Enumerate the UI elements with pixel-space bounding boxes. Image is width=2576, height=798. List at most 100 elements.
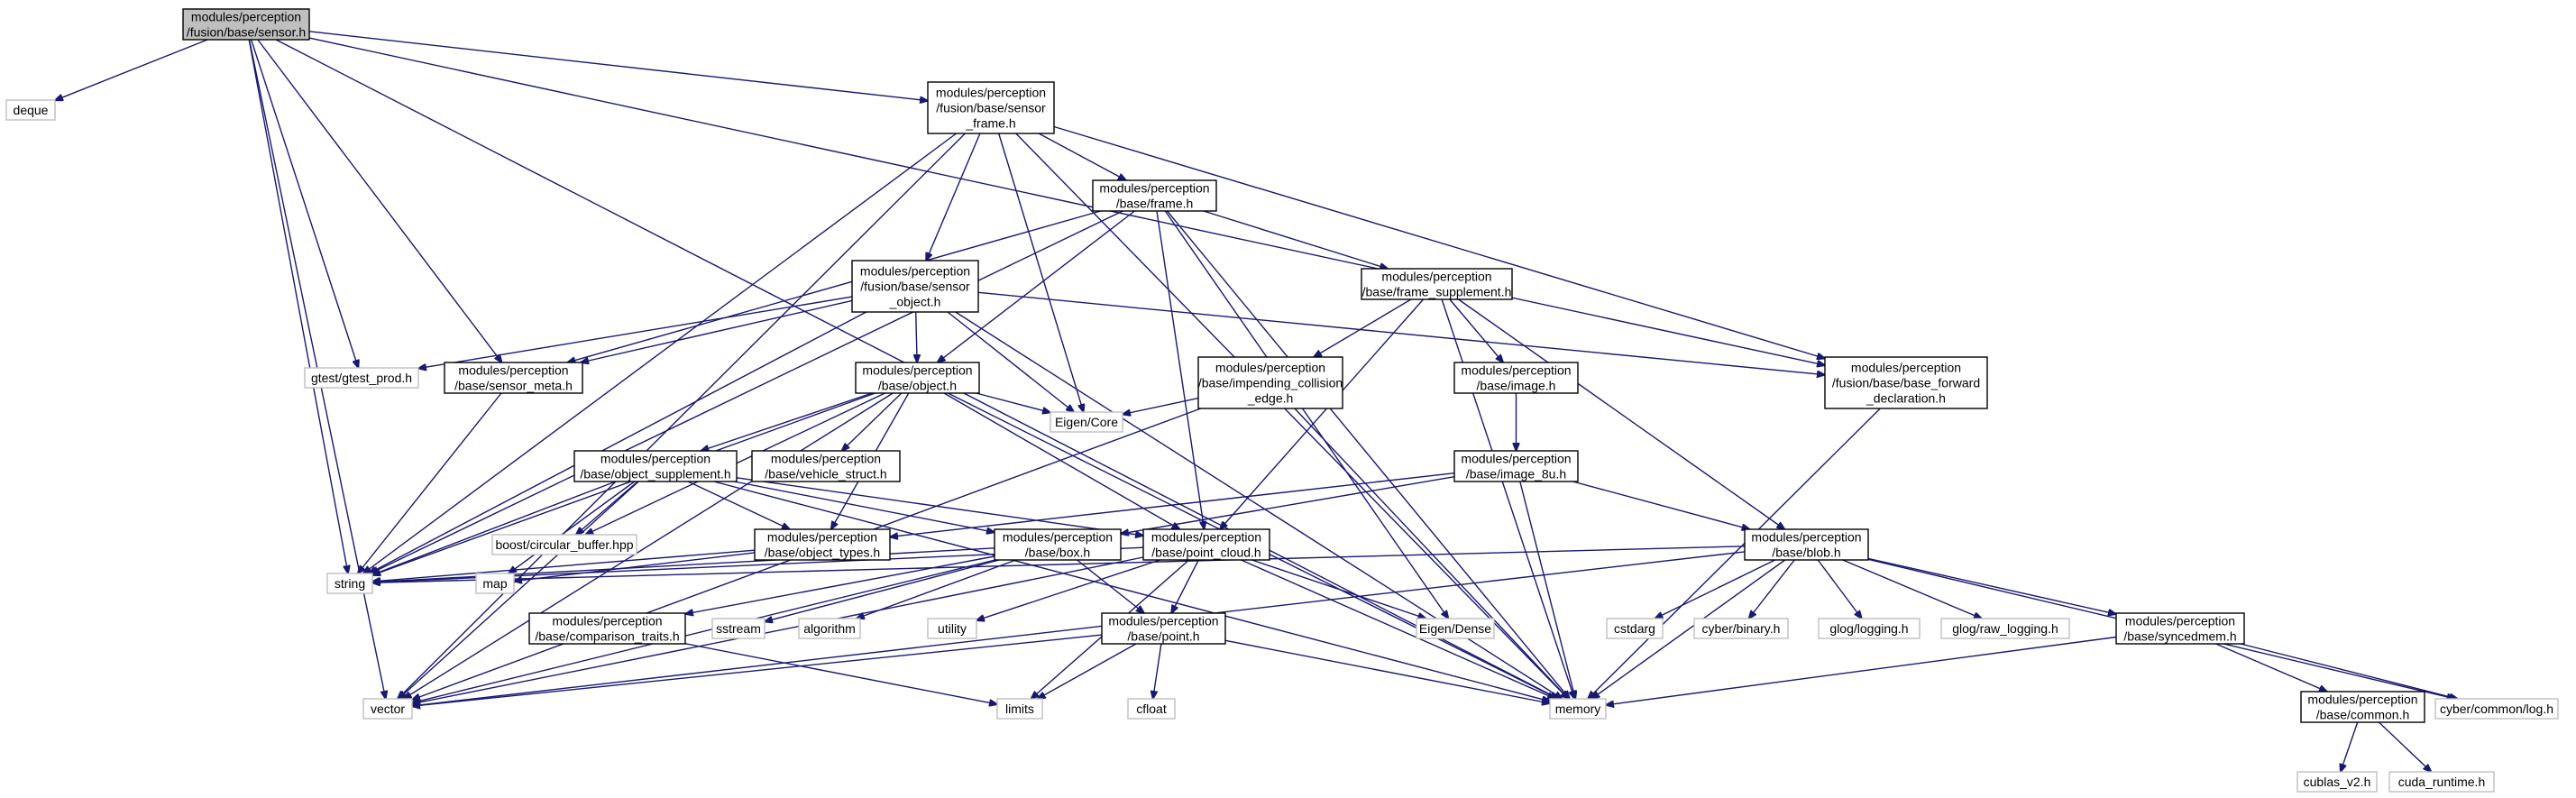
node-gtest-prod-h: gtest/gtest_prod.h xyxy=(304,367,419,389)
node-limits: limits xyxy=(996,698,1043,720)
node-impending-collision-edge-h[interactable]: modules/perception/base/impending_collis… xyxy=(1197,356,1343,409)
node-comparison-traits-h[interactable]: modules/perception/base/comparison_trait… xyxy=(528,612,686,645)
edge-object-supplement-h-to-string xyxy=(372,481,616,574)
node-label: _edge.h xyxy=(1247,391,1294,406)
node-box xyxy=(927,618,977,639)
node-sensor-frame-h[interactable]: modules/perception/fusion/base/sensor_fr… xyxy=(927,81,1055,134)
node-box xyxy=(711,618,765,639)
node-label: modules/perception xyxy=(1751,530,1861,545)
node-image-8u-h[interactable]: modules/perception/base/image_8u.h xyxy=(1453,450,1579,482)
node-label: /base/impending_collision xyxy=(1198,376,1343,390)
node-object-types-h[interactable]: modules/perception/base/object_types.h xyxy=(754,528,891,561)
edge-image-8u-h-to-object-types-h xyxy=(890,472,1455,537)
edge-point-h-to-memory xyxy=(1224,639,1550,703)
node-sensor-h[interactable]: modules/perception/fusion/base/sensor.h xyxy=(182,8,310,41)
node-eigen-core: Eigen/Core xyxy=(1050,411,1123,433)
edge-sensor-h-to-string xyxy=(248,39,348,573)
node-box xyxy=(2300,691,2425,723)
node-label: modules/perception xyxy=(1003,530,1113,545)
edge-sensor-object-h-to-object-h xyxy=(916,311,917,362)
node-common-h[interactable]: modules/perception/base/common.h xyxy=(2300,691,2425,723)
node-box xyxy=(1453,362,1579,394)
edge-sensor-frame-h-to-sensor-object-h xyxy=(926,133,981,261)
node-sensor-meta-h[interactable]: modules/perception/base/sensor_meta.h xyxy=(444,362,583,394)
node-vehicle-struct-h[interactable]: modules/perception/base/vehicle_struct.h xyxy=(751,450,901,482)
node-label: utility xyxy=(938,621,967,636)
node-base-forward-declaration-h[interactable]: modules/perception/fusion/base/base_forw… xyxy=(1824,356,1988,409)
edge-frame-supplement-h-to-image-h xyxy=(1449,298,1503,362)
node-label: /base/image_8u.h xyxy=(1466,467,1566,482)
node-point-cloud-h[interactable]: modules/perception/base/point_cloud.h xyxy=(1142,528,1270,561)
node-label: modules/perception xyxy=(1151,530,1261,545)
edge-blob-h-to-cstdarg xyxy=(1655,559,1776,619)
node-object-h[interactable]: modules/perception/base/object.h xyxy=(855,362,980,394)
node-cstdarg: cstdarg xyxy=(1606,618,1664,639)
node-label: boost/circular_buffer.hpp xyxy=(495,537,633,552)
node-label: modules/perception xyxy=(1215,361,1325,375)
node-box xyxy=(1416,618,1495,639)
node-label: modules/perception xyxy=(860,264,970,279)
node-box xyxy=(1940,618,2070,639)
edge-blob-h-to-string xyxy=(372,546,1746,583)
node-label: vector xyxy=(371,702,405,716)
node-box xyxy=(528,612,686,645)
node-box xyxy=(1693,618,1789,639)
node-box xyxy=(798,618,861,639)
node-blob-h[interactable]: modules/perception/base/blob.h xyxy=(1744,528,1869,561)
edge-image-8u-h-to-box-h xyxy=(1121,476,1455,534)
edge-point-h-to-cfloat xyxy=(1153,643,1162,699)
node-sensor-object-h[interactable]: modules/perception/fusion/base/sensor_ob… xyxy=(851,260,979,313)
edge-object-supplement-h-to-vector xyxy=(399,481,639,699)
node-label: /fusion/base/sensor.h xyxy=(187,25,306,40)
node-label: _object.h xyxy=(889,295,941,309)
node-label: modules/perception xyxy=(767,530,877,545)
edge-sensor-h-to-gtest-prod-h xyxy=(250,39,359,368)
edge-sensor-object-h-to-base-forward-declaration-h xyxy=(977,291,1825,374)
node-label: /base/object.h xyxy=(878,379,957,393)
node-box xyxy=(1050,411,1123,433)
edge-blob-h-to-glog-logging-h xyxy=(1817,559,1862,619)
edge-frame-supplement-h-to-point-cloud-h xyxy=(1220,298,1425,529)
edge-sensor-frame-h-to-vector xyxy=(398,133,966,699)
edge-point-cloud-h-to-point-h xyxy=(1171,559,1199,613)
node-label: Eigen/Core xyxy=(1055,415,1118,429)
edge-blob-h-to-cyber-binary-h xyxy=(1749,559,1795,619)
node-box xyxy=(1101,612,1226,645)
node-box-h[interactable]: modules/perception/base/box.h xyxy=(994,528,1122,561)
node-object-supplement-h[interactable]: modules/perception/base/object_supplemen… xyxy=(573,450,738,482)
node-label: modules/perception xyxy=(1851,361,1961,375)
edge-syncedmem-h-to-memory xyxy=(1606,636,2117,705)
edge-frame-h-to-string xyxy=(371,210,1123,573)
edge-image-8u-h-to-blob-h xyxy=(1572,481,1749,529)
node-point-h[interactable]: modules/perception/base/point.h xyxy=(1101,612,1226,645)
node-syncedmem-h[interactable]: modules/perception/base/syncedmem.h xyxy=(2115,612,2245,645)
node-frame-supplement-h[interactable]: modules/perception/base/frame_supplement… xyxy=(1361,268,1513,300)
node-label: /fusion/base/sensor xyxy=(860,280,970,294)
edge-sensor-meta-h-to-string xyxy=(358,392,502,573)
node-box xyxy=(2296,771,2378,793)
node-label: modules/perception xyxy=(936,86,1046,100)
node-label: cuda_runtime.h xyxy=(2398,775,2486,789)
node-label: /base/point_cloud.h xyxy=(1151,546,1260,560)
edge-box-h-to-sstream xyxy=(765,559,1000,621)
node-frame-h[interactable]: modules/perception/base/frame.h xyxy=(1092,179,1217,212)
node-label: modules/perception xyxy=(600,452,710,466)
node-label: modules/perception xyxy=(458,363,568,378)
node-box xyxy=(1549,698,1607,720)
node-label: modules/perception xyxy=(1461,363,1571,378)
node-label: /fusion/base/base_forward xyxy=(1832,376,1980,390)
node-label: /base/vehicle_struct.h xyxy=(765,467,886,482)
node-image-h[interactable]: modules/perception/base/image.h xyxy=(1453,362,1579,394)
edge-sensor-frame-h-to-base-forward-declaration-h xyxy=(1053,125,1825,359)
node-box xyxy=(1127,698,1176,720)
node-box xyxy=(754,528,891,561)
node-box xyxy=(1818,618,1921,639)
node-label: modules/perception xyxy=(1108,614,1218,628)
node-cyber-binary-h: cyber/binary.h xyxy=(1693,618,1789,639)
edge-comparison-traits-h-to-limits xyxy=(684,643,997,704)
node-cyber-common-log-h: cyber/common/log.h xyxy=(2434,698,2559,720)
edge-sensor-object-h-to-gtest-prod-h xyxy=(418,296,853,369)
node-label: /base/frame_supplement.h xyxy=(1362,285,1512,299)
edge-common-h-to-cuda-runtime-h xyxy=(2378,721,2431,772)
edge-blob-h-to-glog-raw-logging-h xyxy=(1842,559,1982,619)
